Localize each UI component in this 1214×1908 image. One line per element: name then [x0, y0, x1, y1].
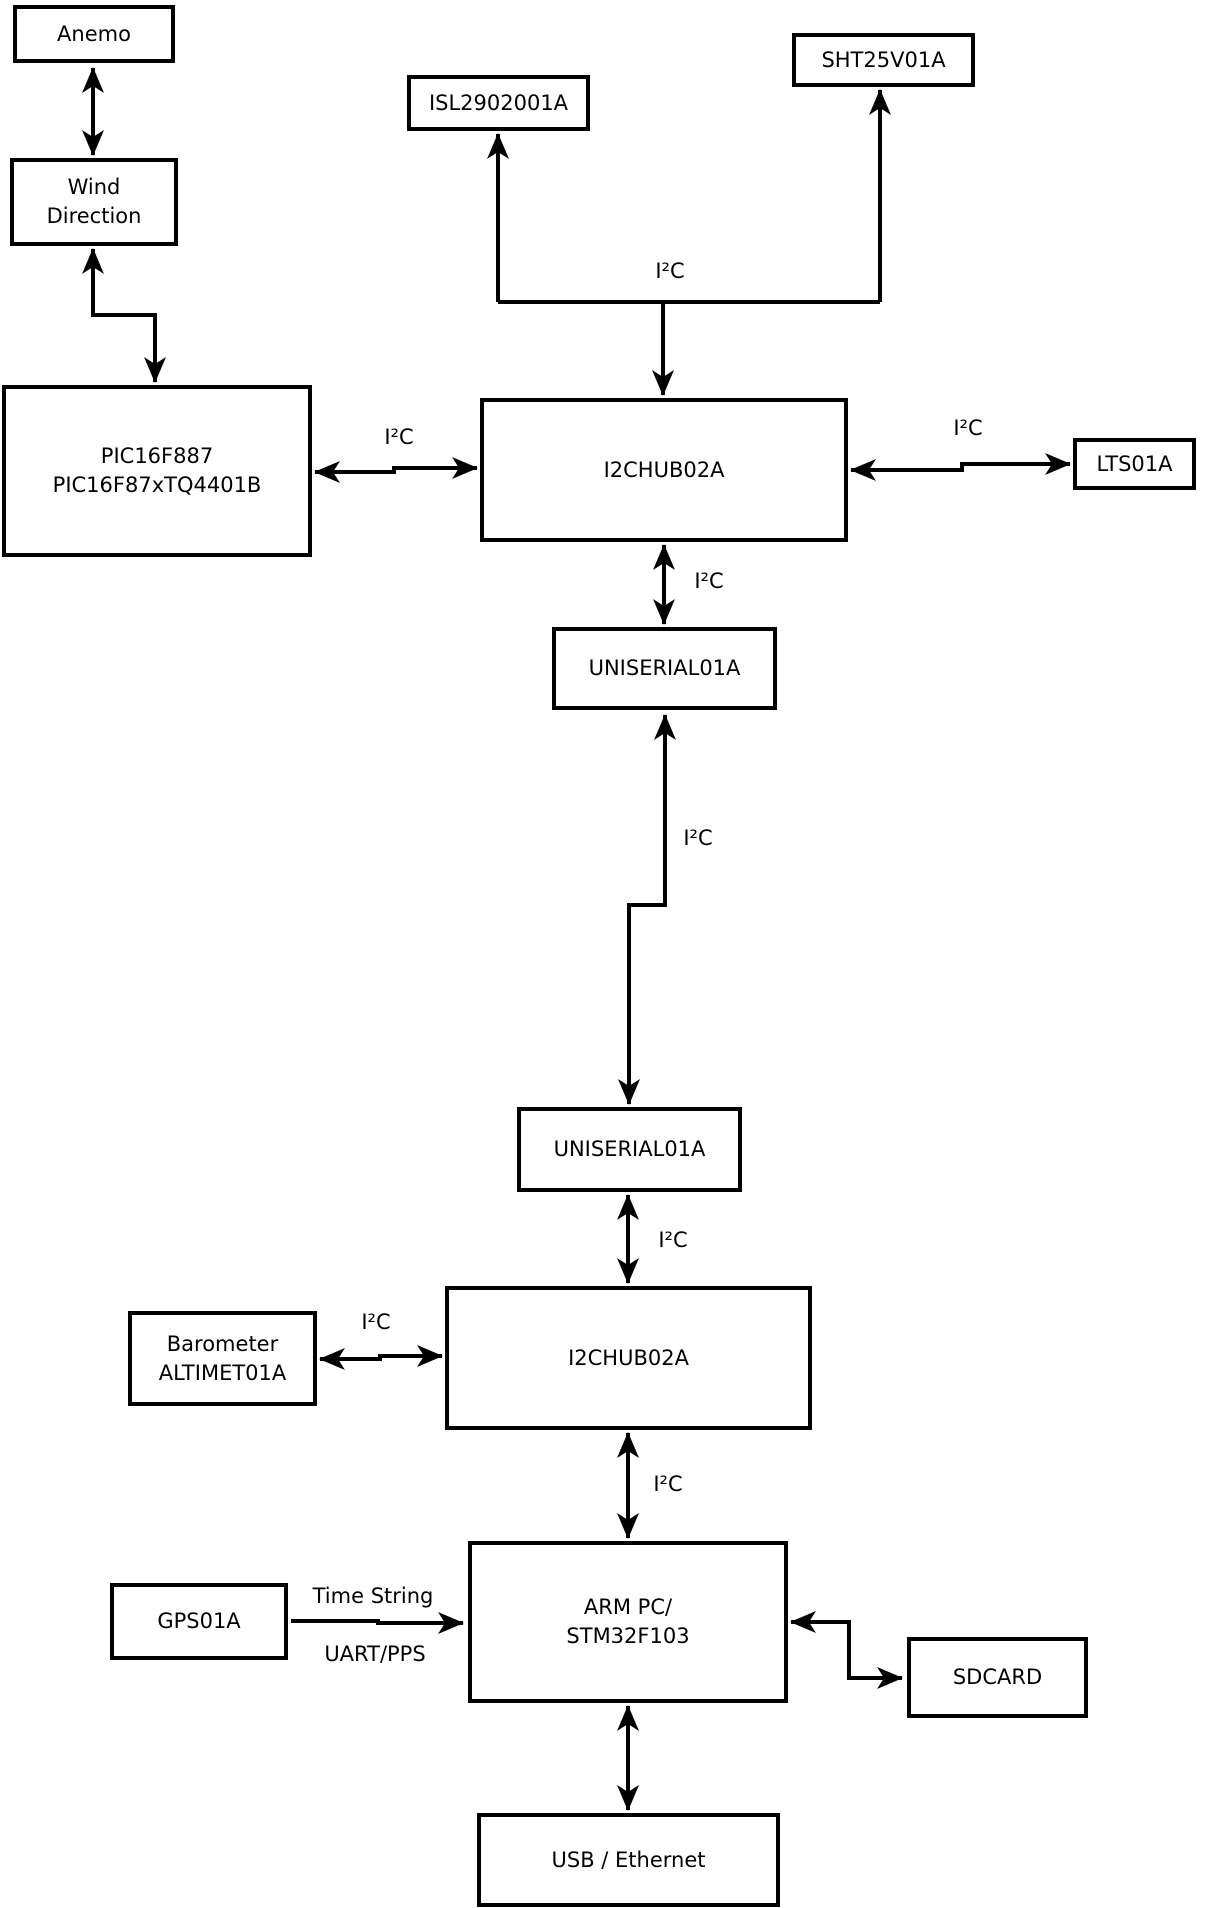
node-gps01a-label: GPS01A [157, 1609, 241, 1634]
node-uniserial01a-top: UNISERIAL01A [552, 627, 777, 710]
edge-uni1-uni2 [618, 714, 676, 1105]
edge-label-uart-pps: UART/PPS [322, 1642, 428, 1666]
node-wind-direction-label: Wind Direction [46, 175, 142, 228]
edge-label-hub1-lts-i2c: I²C [951, 416, 985, 440]
node-sdcard: SDCARD [907, 1637, 1088, 1718]
edge-label-hub1-uni1-i2c: I²C [692, 569, 726, 593]
node-isl2902001a-label: ISL2902001A [428, 90, 569, 115]
node-i2chub02a-top: I2CHUB02A [480, 398, 848, 542]
node-i2chub02a-top-label: I2CHUB02A [603, 457, 725, 482]
node-wind-direction: Wind Direction [10, 158, 178, 246]
edge-label-time-string: Time String [310, 1584, 436, 1608]
node-i2chub02a-bottom: I2CHUB02A [445, 1286, 812, 1430]
node-gps01a: GPS01A [110, 1583, 288, 1660]
edge-gps-arm [291, 1612, 464, 1634]
node-lts01a: LTS01A [1073, 438, 1196, 490]
node-usb-ethernet-label: USB / Ethernet [551, 1847, 706, 1872]
edge-arm-sdcard [790, 1611, 903, 1689]
node-barometer-altimet01a: Barometer ALTIMET01A [128, 1311, 317, 1406]
node-pic16f887-label: PIC16F887 PIC16F87xTQ4401B [52, 444, 262, 497]
node-uniserial01a-bottom-label: UNISERIAL01A [553, 1137, 706, 1162]
node-sht25v01a: SHT25V01A [792, 33, 975, 87]
node-barometer-altimet01a-label: Barometer ALTIMET01A [158, 1331, 287, 1385]
node-anemo: Anemo [13, 5, 175, 63]
node-usb-ethernet: USB / Ethernet [477, 1813, 780, 1907]
node-isl2902001a: ISL2902001A [407, 75, 590, 131]
edge-wind-pic [82, 248, 166, 383]
node-uniserial01a-top-label: UNISERIAL01A [588, 656, 741, 681]
node-arm-pc-stm32f103-label: ARM PC/ STM32F103 [566, 1595, 690, 1648]
node-sdcard-label: SDCARD [952, 1665, 1043, 1690]
node-lts01a-label: LTS01A [1096, 451, 1173, 476]
node-uniserial01a-bottom: UNISERIAL01A [517, 1107, 742, 1192]
connectors [82, 67, 1071, 1811]
node-sht25v01a-label: SHT25V01A [821, 47, 946, 72]
edge-pic-hub1 [314, 457, 478, 483]
edge-label-uni1-uni2-i2c: I²C [681, 826, 715, 850]
edge-label-hub2-arm-i2c: I²C [651, 1472, 685, 1496]
node-i2chub02a-bottom-label: I2CHUB02A [568, 1345, 689, 1370]
edge-label-top-tree-i2c: I²C [653, 259, 687, 283]
edge-label-baro-hub2-i2c: I²C [359, 1310, 393, 1334]
edge-baro-hub2 [319, 1345, 443, 1370]
edge-label-pic-hub1-i2c: I²C [382, 425, 416, 449]
node-pic16f887: PIC16F887 PIC16F87xTQ4401B [2, 385, 312, 557]
edge-hub1-lts [850, 453, 1071, 481]
edge-label-uni2-hub2-i2c: I²C [656, 1228, 690, 1252]
node-anemo-label: Anemo [57, 21, 131, 46]
node-arm-pc-stm32f103: ARM PC/ STM32F103 [468, 1541, 788, 1703]
